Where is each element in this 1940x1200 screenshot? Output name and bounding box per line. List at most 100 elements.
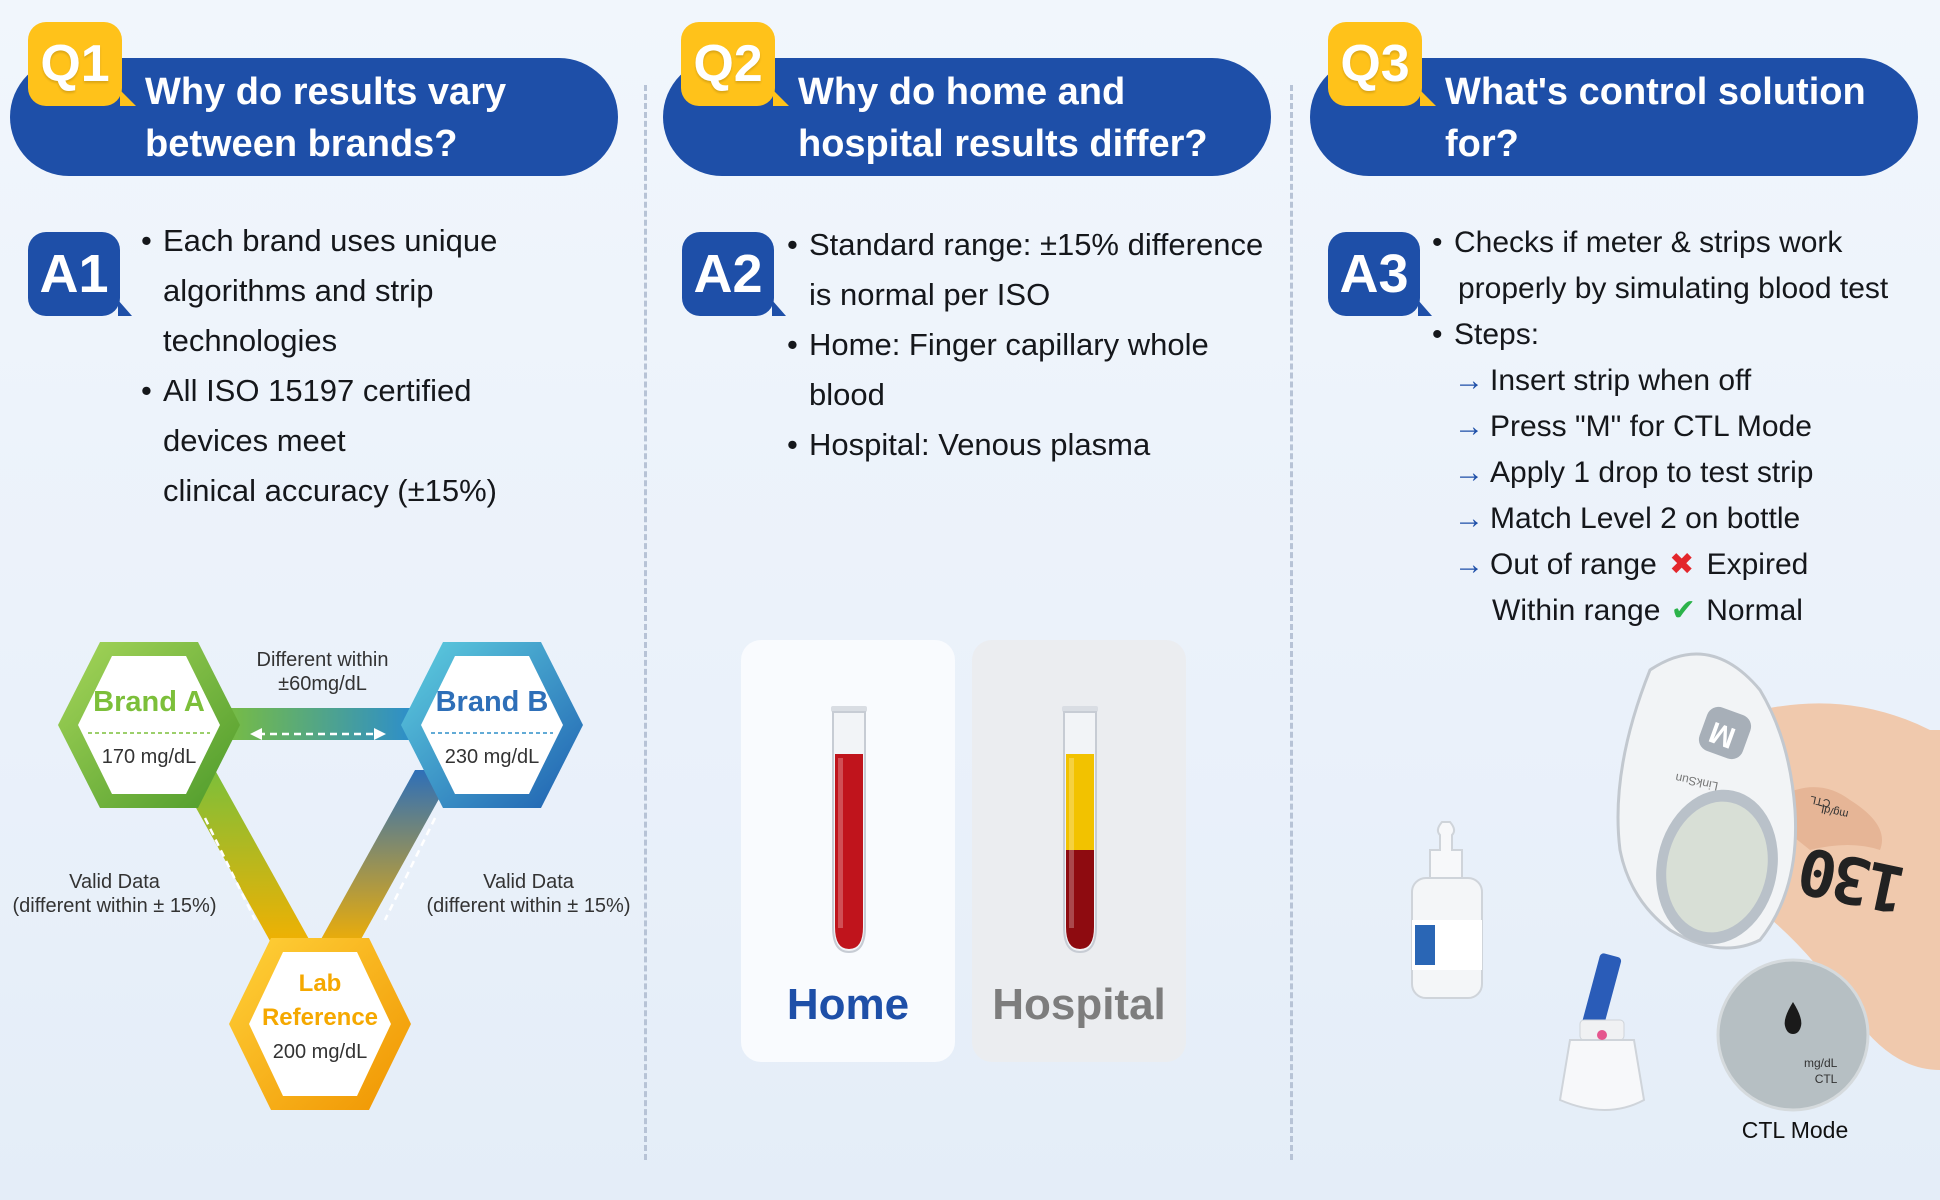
- arrow-head-icon: [374, 728, 386, 740]
- lab-name-line2: Reference: [261, 1004, 379, 1031]
- a1-bullet-1-line1: Each brand uses unique: [163, 223, 498, 258]
- a2-bullet-list: Standard range: ±15% difference is norma…: [787, 220, 1264, 470]
- right-label-line1: Valid Data: [483, 871, 574, 893]
- arrow-right-icon: →: [1454, 410, 1484, 443]
- q2-title-line2: hospital results differ?: [798, 123, 1208, 165]
- step-text: Press "M" for CTL Mode: [1490, 410, 1812, 443]
- arrow-right-icon: →: [1454, 456, 1484, 489]
- a2-bullet: Hospital: Venous plasma: [787, 420, 1263, 470]
- arrow-b-lab: [383, 817, 437, 921]
- bullet-dot: •: [1432, 226, 1443, 259]
- hospital-test-tube-icon: [1062, 706, 1098, 954]
- arrow-a-lab: [203, 817, 257, 921]
- connector-top: [215, 708, 410, 740]
- left-label-line2: (different within ± 15%): [12, 895, 217, 917]
- arrow-right-icon: →: [1454, 364, 1484, 397]
- a2-bullet-2-line2: blood: [809, 377, 885, 412]
- lab-name: Lab Reference: [249, 967, 391, 1035]
- expired-text: Expired: [1706, 548, 1809, 581]
- ctl-mode-zoom-circle: [1716, 958, 1870, 1112]
- glucose-meter-illustration: [1411, 652, 1940, 1112]
- a1-bullet-2-line2: devices meet: [163, 423, 346, 458]
- top-connector-label: Different within ±60mg/dL: [230, 648, 415, 696]
- a3-bullet-1-line2: properly by simulating blood test: [1458, 272, 1889, 305]
- column-divider: [644, 85, 647, 1160]
- a3-steps-heading: Steps:: [1454, 318, 1540, 351]
- step-item: →Press "M" for CTL Mode: [1454, 404, 1888, 450]
- section-q2: Why do home and hospital results differ?…: [645, 0, 1290, 1200]
- home-test-tube-icon: [831, 706, 867, 954]
- a1-bullet-1-line2: algorithms and strip: [163, 273, 434, 308]
- a1-bullet-list: Each brand uses unique algorithms and st…: [141, 216, 498, 516]
- a2-bullet-1-line1: Standard range: ±15% difference: [809, 227, 1264, 262]
- zoom-ctl: CTL: [1814, 1072, 1838, 1086]
- lab-hexagon-inner: [249, 952, 391, 1096]
- q1-title-line2: between brands?: [145, 123, 458, 165]
- step-item: →Match Level 2 on bottle: [1454, 496, 1888, 542]
- top-label-line1: Different within: [256, 649, 389, 671]
- out-of-range-text: Out of range: [1490, 548, 1657, 581]
- control-solution-bottle-icon: [1411, 821, 1483, 999]
- normal-text: Normal: [1706, 594, 1803, 627]
- q2-title-line1: Why do home and: [798, 71, 1126, 113]
- section-q1: Why do results vary between brands? Q1 A…: [0, 0, 645, 1200]
- a1-bullet: All ISO 15197 certified devices meet cli…: [141, 366, 497, 516]
- within-range-text: Within range: [1492, 594, 1661, 627]
- brand-a-name: Brand A: [93, 686, 205, 718]
- a3-bullet-2: • Steps:: [1432, 312, 1888, 358]
- a3-bullet-1-line1: Checks if meter & strips work: [1454, 226, 1843, 259]
- a1-badge: A1: [28, 232, 132, 316]
- step-within-range: Within range ✔ Normal: [1454, 588, 1888, 634]
- a1-bullet-2-line1: All ISO 15197 certified: [163, 373, 472, 408]
- brand-a-value: 170 mg/dL: [101, 746, 197, 768]
- section-q3: What's control solution for? Q3 A3 • Che…: [1290, 0, 1940, 1200]
- ctl-mode-caption: CTL Mode: [1741, 1117, 1849, 1143]
- a1-bullet-1-line3: technologies: [163, 323, 338, 358]
- q2-badge: Q2: [681, 22, 789, 106]
- q3-title-line1: What's control solution: [1445, 71, 1866, 113]
- zoom-readout: mg/dL CTL: [1804, 1055, 1837, 1087]
- bullet-dot: •: [1432, 318, 1443, 351]
- brand-a-hexagon-inner: [78, 656, 220, 794]
- brand-b-value: 230 mg/dL: [444, 746, 540, 768]
- glucose-meter-icon: [1616, 652, 1798, 950]
- q3-badge: Q3: [1328, 22, 1436, 106]
- a2-bullet-3-line1: Hospital: Venous plasma: [809, 427, 1151, 462]
- step-item: →Apply 1 drop to test strip: [1454, 450, 1888, 496]
- a2-bullet-1-line2: is normal per ISO: [809, 277, 1051, 312]
- q1-badge: Q1: [28, 22, 136, 106]
- step-text: Match Level 2 on bottle: [1490, 502, 1801, 535]
- connector-left: [175, 770, 315, 950]
- drop-icon: [1784, 1002, 1802, 1034]
- home-label: Home: [786, 980, 910, 1029]
- step-item: →Insert strip when off: [1454, 358, 1888, 404]
- hospital-label: Hospital: [992, 980, 1166, 1029]
- step-text: Apply 1 drop to test strip: [1490, 456, 1814, 489]
- brand-b-hexagon-inner: [421, 656, 563, 794]
- column-divider: [1290, 85, 1293, 1160]
- step-text: Insert strip when off: [1490, 364, 1752, 397]
- arrow-right-icon: →: [1454, 502, 1484, 535]
- step-out-of-range: → Out of range ✖ Expired: [1454, 542, 1888, 588]
- right-connector-label: Valid Data (different within ± 15%): [416, 870, 641, 918]
- arrow-head-icon: [250, 728, 262, 740]
- left-connector-label: Valid Data (different within ± 15%): [2, 870, 227, 918]
- brand-b-name: Brand B: [435, 686, 549, 718]
- q1-title-banner: Why do results vary between brands?: [10, 58, 618, 176]
- a2-bullet: Standard range: ±15% difference is norma…: [787, 220, 1264, 320]
- q3-title-line2: for?: [1445, 123, 1519, 165]
- connector-right: [315, 770, 455, 950]
- a1-bullet: Each brand uses unique algorithms and st…: [141, 216, 498, 366]
- home-sample-card: Home: [741, 640, 955, 1062]
- a3-steps-list: →Insert strip when off →Press "M" for CT…: [1434, 358, 1888, 634]
- a3-content: • Checks if meter & strips work properly…: [1432, 220, 1889, 634]
- right-label-line2: (different within ± 15%): [426, 895, 631, 917]
- check-icon: ✔: [1670, 594, 1696, 627]
- hospital-sample-card: Hospital: [972, 640, 1186, 1062]
- brand-comparison-diagram: [58, 642, 583, 1110]
- zoom-unit: mg/dL: [1804, 1056, 1838, 1070]
- a2-bullet-2-line1: Home: Finger capillary whole: [809, 327, 1209, 362]
- arrow-right-icon: →: [1454, 548, 1484, 581]
- left-label-line1: Valid Data: [69, 871, 160, 893]
- lab-value: 200 mg/dL: [272, 1041, 368, 1063]
